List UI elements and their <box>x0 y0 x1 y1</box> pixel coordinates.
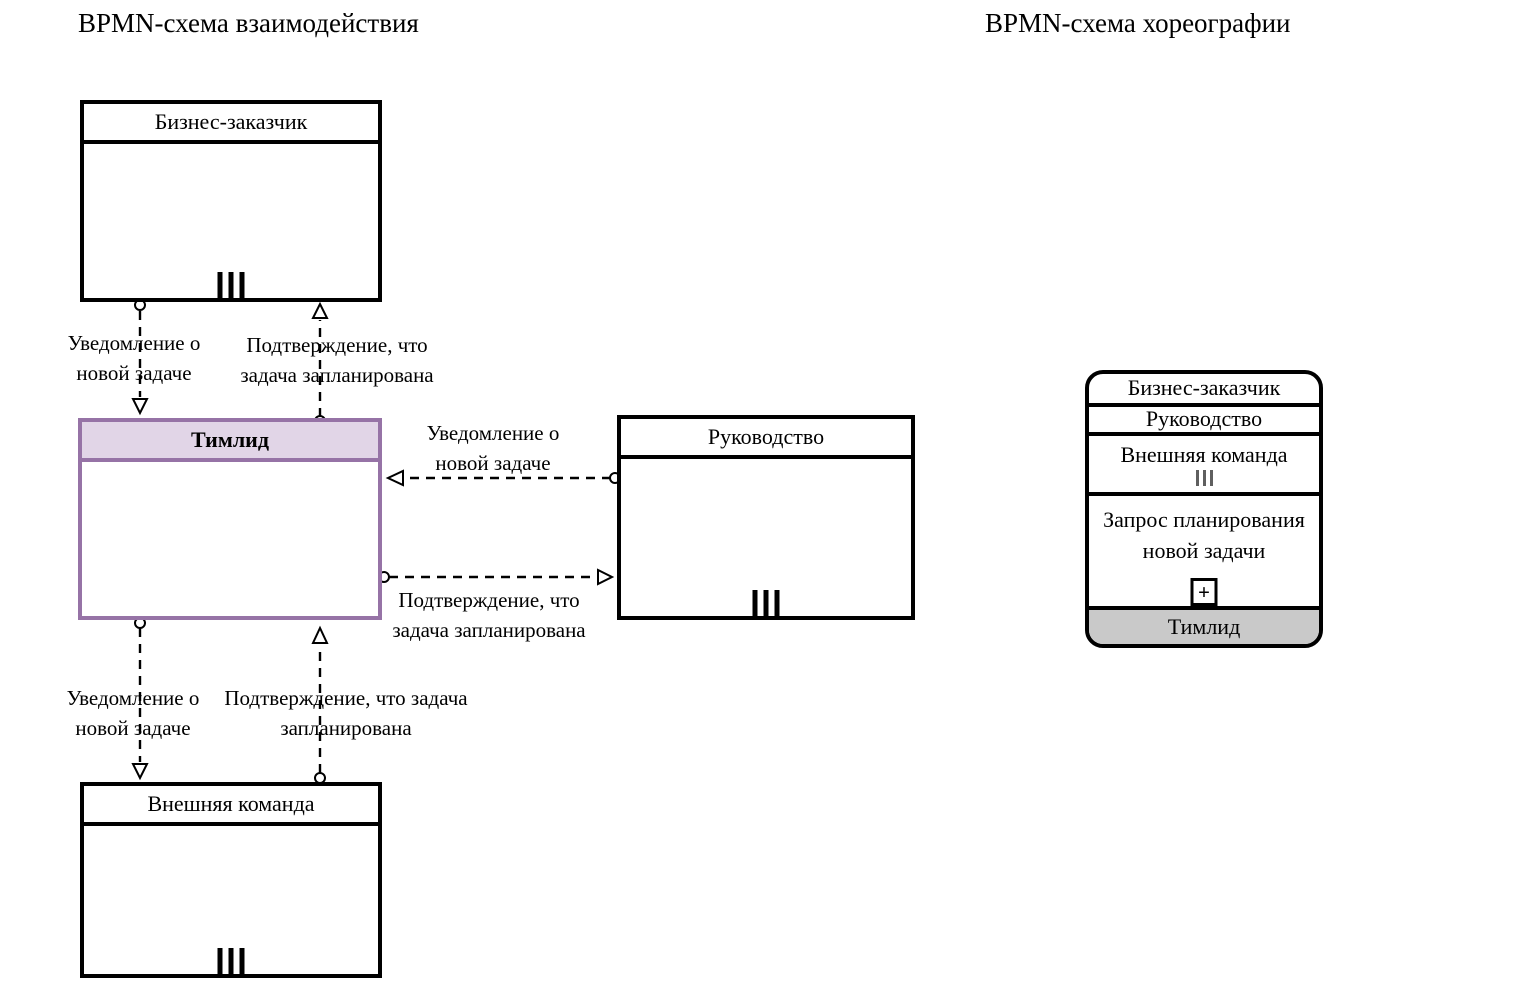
flow-label-notify-management: Уведомление о новой задаче <box>426 421 560 475</box>
participant-label: Тимлид <box>1167 614 1241 639</box>
flow-label-notify-business: Уведомление о новой задаче <box>67 331 201 385</box>
flow-label-confirm-management: Подтверждение, что задача запланирована <box>392 588 586 642</box>
pool-management-header: Руководство <box>621 419 911 459</box>
participant-label: Внешняя команда <box>1120 441 1288 467</box>
choreography-participant-external: Внешняя команда <box>1089 436 1319 496</box>
choreography-task-name: Запрос планирования новой задачи <box>1103 507 1305 563</box>
interaction-diagram-title: BPMN-схема взаимодействия <box>78 8 419 38</box>
pool-management-title: Руководство <box>707 424 825 449</box>
pool-teamlead-title: Тимлид <box>191 427 269 452</box>
choreography-participant-business: Бизнес-заказчик <box>1089 374 1319 407</box>
choreography-task-body: Запрос планирования новой задачи + <box>1089 496 1319 610</box>
multi-instance-icon <box>217 948 245 974</box>
participant-label: Руководство <box>1145 406 1263 432</box>
pool-teamlead: Тимлид <box>78 418 382 620</box>
flow-label-notify-external: Уведомление о новой задаче <box>66 686 200 740</box>
pool-external: Внешняя команда <box>80 782 382 978</box>
choreography-task: Бизнес-заказчик Руководство Внешняя кома… <box>1085 370 1323 648</box>
pool-teamlead-header: Тимлид <box>82 422 378 462</box>
pool-external-header: Внешняя команда <box>84 786 378 826</box>
choreography-diagram-title: BPMN-схема хореографии <box>985 8 1291 38</box>
participant-label: Бизнес-заказчик <box>1127 375 1281 401</box>
pool-business-title: Бизнес-заказчик <box>154 109 308 134</box>
pool-management: Руководство <box>617 415 915 620</box>
message-flow-teamlead-to-management <box>378 568 615 586</box>
multi-instance-icon <box>1195 470 1213 487</box>
choreography-participant-teamlead: Тимлид <box>1089 610 1319 644</box>
flow-label-confirm-business: Подтверждение, что задача запланирована <box>240 333 434 387</box>
message-flow-teamlead-to-external <box>131 617 149 781</box>
multi-instance-icon <box>217 272 245 298</box>
subprocess-plus-icon: + <box>1190 578 1218 606</box>
pool-business: Бизнес-заказчик <box>80 100 382 302</box>
pool-business-header: Бизнес-заказчик <box>84 104 378 144</box>
flow-label-confirm-external: Подтверждение, что задача запланирована <box>224 686 468 740</box>
choreography-participant-management: Руководство <box>1089 406 1319 436</box>
pool-external-title: Внешняя команда <box>147 791 315 816</box>
multi-instance-icon <box>752 590 780 616</box>
